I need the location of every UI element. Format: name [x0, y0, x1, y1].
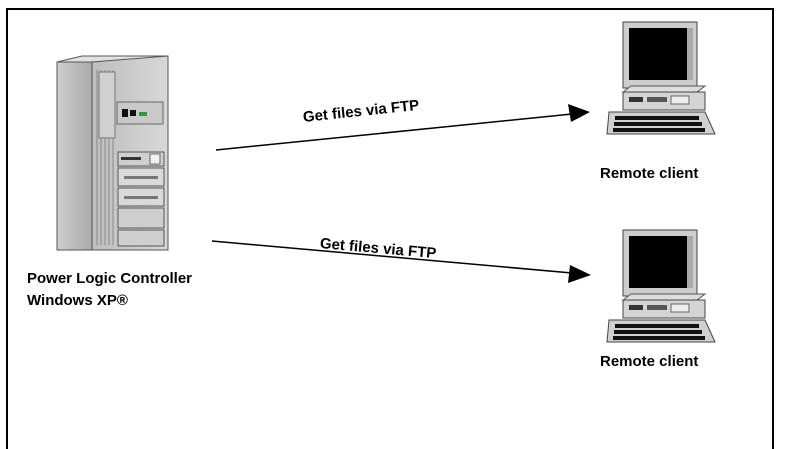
client-computer-icon	[606, 229, 716, 343]
client-caption-2: Remote client	[600, 353, 699, 370]
server-caption: Power Logic Controller Windows XP®	[27, 268, 192, 312]
ftp-connection-arrow-1	[215, 104, 590, 151]
ftp-connection-arrow-2	[211, 240, 591, 283]
server-caption-line1: Power Logic Controller	[27, 270, 193, 287]
client-computer-icon	[606, 21, 716, 135]
server-tower-icon	[56, 55, 169, 251]
diagram-frame	[6, 8, 774, 449]
server-caption-line2: Windows XP®	[27, 292, 128, 309]
client-caption-1: Remote client	[600, 165, 699, 182]
